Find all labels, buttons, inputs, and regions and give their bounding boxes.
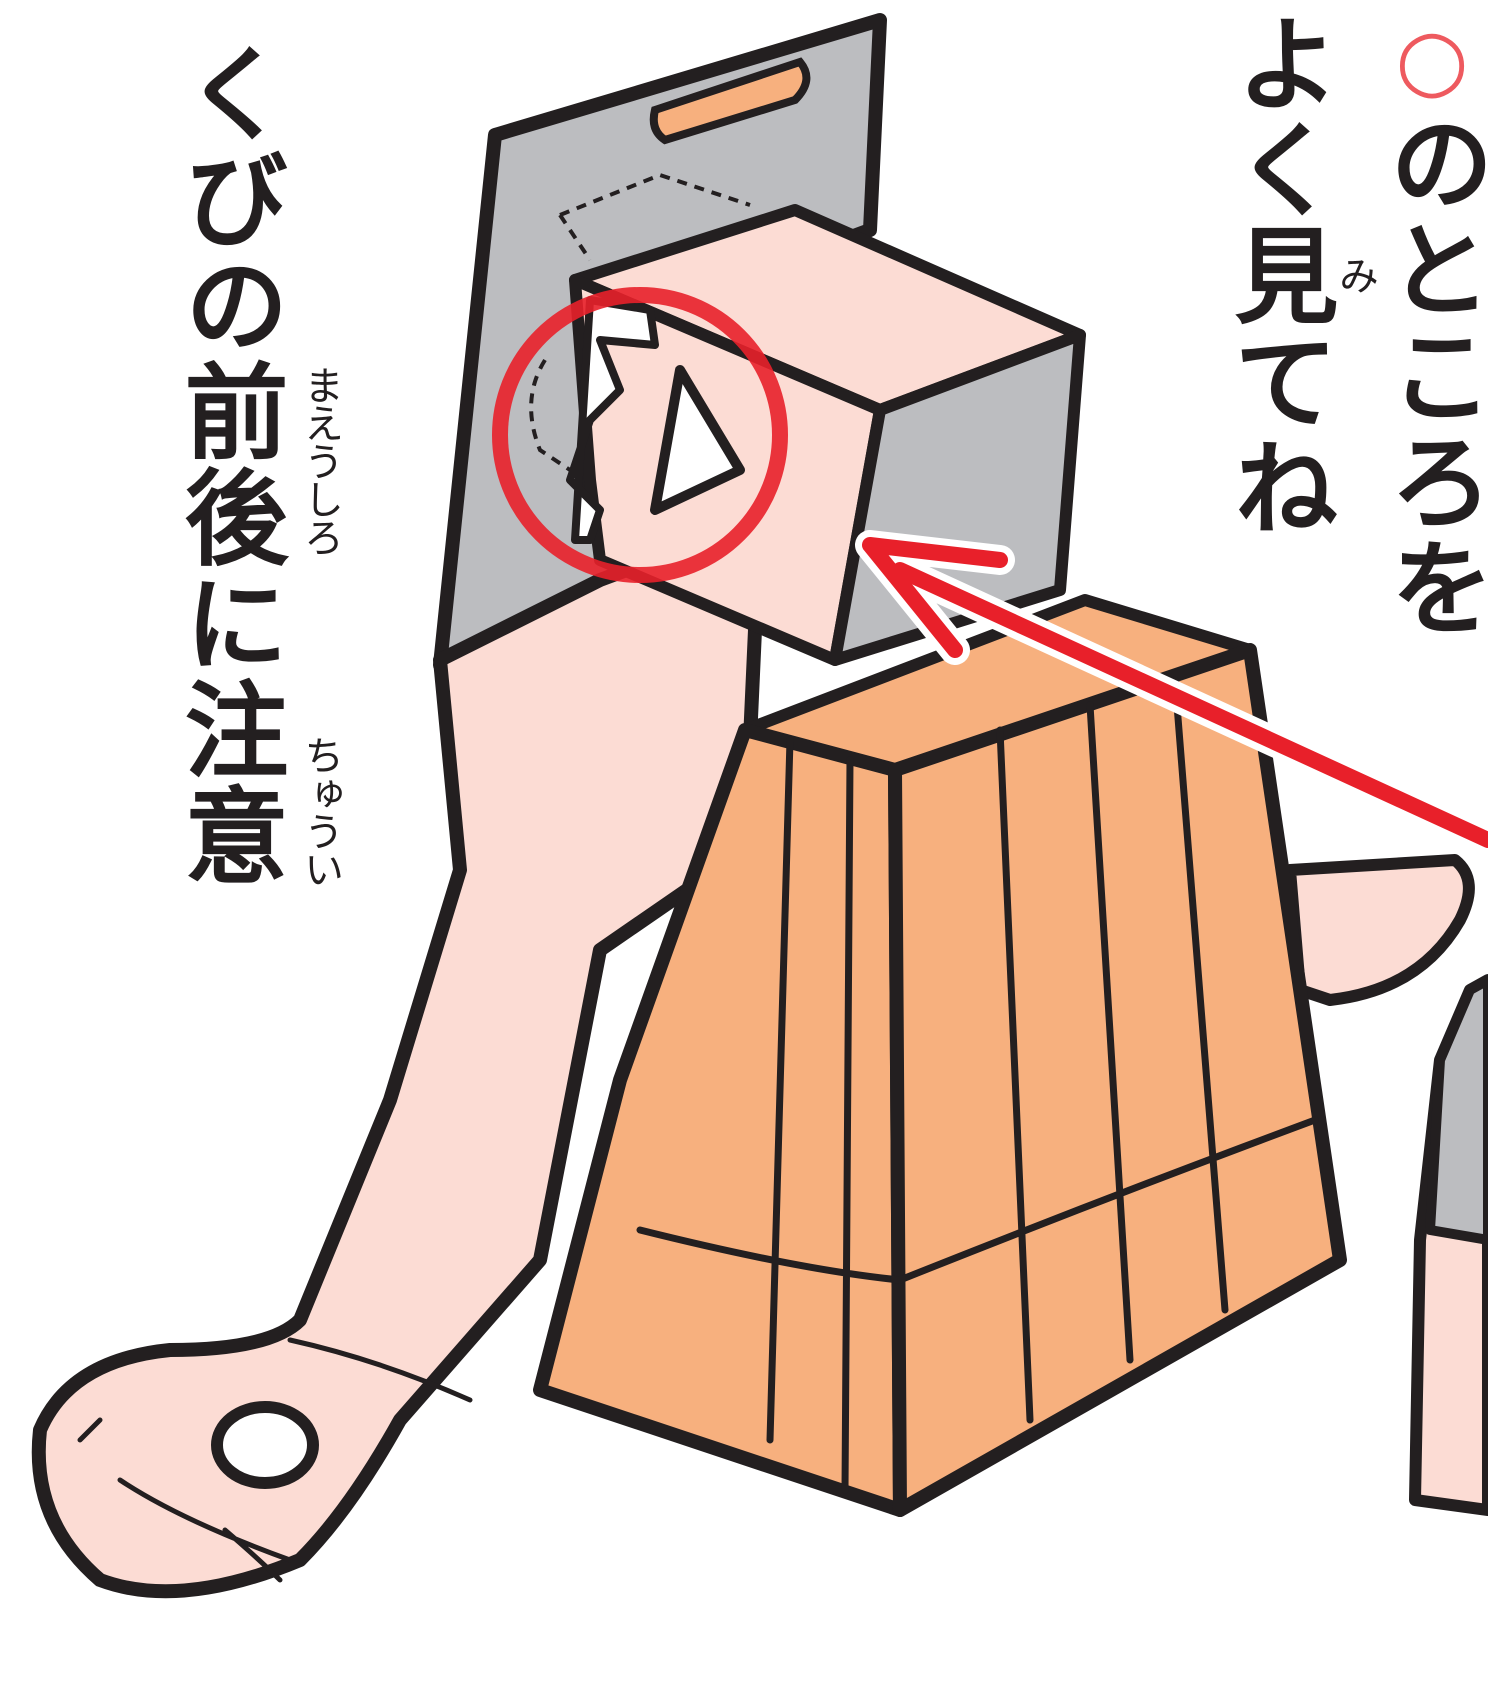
right-edge-metal [1425,975,1488,1245]
wood-grain-lines [636,676,1319,1494]
caption-line-2: よく見てね [1216,10,1338,540]
caption-line2-kanji: 見 [1216,222,1338,328]
caption-ruby-mi: み [1332,255,1378,293]
wood-block-side [888,643,1347,1517]
note-ruby-maeushiro: まえうしろ [297,365,343,555]
highlight-circle [492,287,788,583]
caption-line2-post: てね [1216,328,1338,540]
arm-hole [211,1401,319,1489]
caption-line2-pre: よく [1216,10,1338,222]
cube-notch [566,296,659,544]
triangle-hole [650,365,745,515]
dashed-hidden-edge [529,172,751,472]
note-pre: くびの [166,40,288,358]
skin-arm [31,513,767,1599]
skin-right-piece [1284,854,1475,1006]
caption-line1-text: のところを [1371,110,1488,640]
circle-mark-icon: ○ [1383,10,1481,110]
caption-line-1: ○のところを [1371,10,1488,640]
note-kanji-zengo: 前後 [166,358,288,570]
note-ruby-chui: ちゅうい [297,735,343,887]
arm-detail-lines [77,1337,473,1583]
note-mid: に [166,570,288,676]
red-arrow-core [862,537,1488,848]
note-line: くびの前後に注意 [166,40,288,888]
metal-slot-top [649,57,811,145]
note-kanji-chui: 注意 [166,676,288,888]
wood-block-front [533,723,907,1517]
